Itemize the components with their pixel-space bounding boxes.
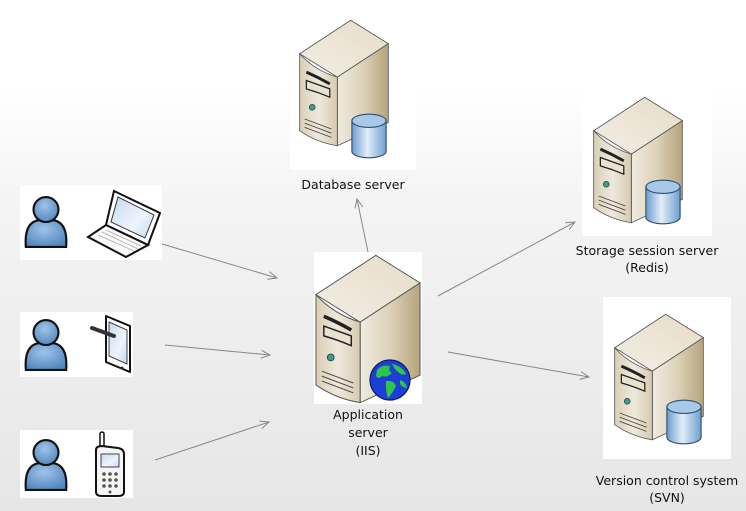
storage-server-label-line1: Storage session server (575, 243, 719, 258)
user-icon (22, 193, 70, 251)
application-server-label-line1: Application (333, 407, 403, 422)
database-server-node[interactable]: Database server (290, 14, 416, 200)
application-server-node[interactable]: Application server (IIS) (314, 252, 422, 462)
database-cylinder-icon (665, 397, 703, 447)
tablet-icon (90, 315, 131, 373)
user-icon (22, 436, 70, 494)
edge-tablet-to-app (164, 344, 270, 355)
laptop-client[interactable] (20, 185, 162, 260)
edge-app-to-vcs (447, 351, 589, 377)
application-server-label-line3: (IIS) (355, 443, 381, 458)
tablet-client[interactable] (20, 312, 133, 377)
application-server-label-line2: server (348, 425, 388, 440)
database-server-label: Database server (301, 177, 405, 192)
vcs-server-label-line1: Version control system (595, 473, 739, 488)
edge-app-to-storage (437, 222, 575, 297)
storage-server-node[interactable]: Storage session server (Redis) (576, 88, 718, 278)
globe-icon (369, 359, 411, 401)
edge-phone-to-app (154, 422, 269, 461)
database-cylinder-icon (350, 112, 388, 160)
storage-server-label-line2: (Redis) (625, 260, 669, 275)
vcs-server-node[interactable]: Version control system (SVN) (596, 297, 738, 511)
database-cylinder-icon (644, 178, 682, 226)
user-icon (22, 316, 70, 374)
phone-client[interactable] (20, 430, 133, 498)
edge-app-to-database (357, 199, 369, 253)
laptop-icon (86, 189, 162, 259)
edge-laptop-to-app (151, 240, 277, 278)
mobile-phone-icon (95, 431, 125, 497)
vcs-server-label-line2: (SVN) (649, 490, 685, 505)
